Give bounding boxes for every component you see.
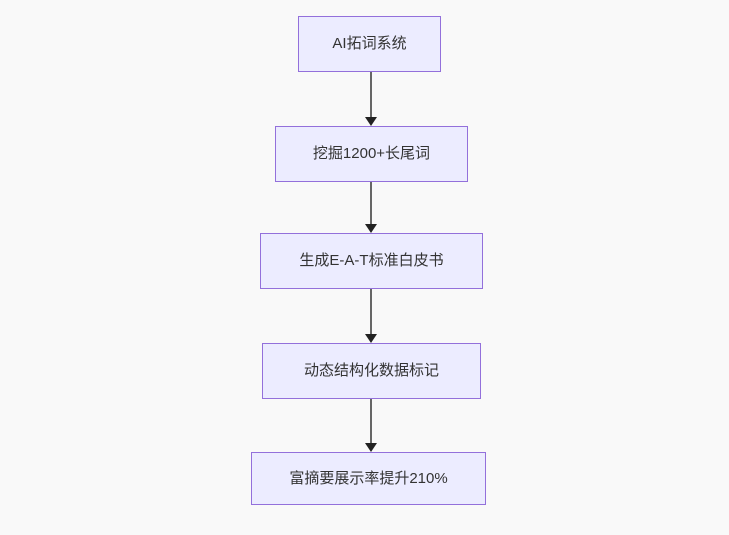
flow-edge-1 <box>365 72 377 126</box>
flow-node-mine-longtail-keywords: 挖掘1200+长尾词 <box>275 126 468 182</box>
arrowhead-down-icon <box>365 224 377 233</box>
edge-line <box>370 72 372 117</box>
edge-line <box>370 399 372 443</box>
flow-node-ai-word-expansion-system: AI拓词系统 <box>298 16 441 72</box>
flow-node-dynamic-structured-data-markup: 动态结构化数据标记 <box>262 343 481 399</box>
arrowhead-down-icon <box>365 117 377 126</box>
flow-edge-3 <box>365 289 377 343</box>
edge-line <box>370 289 372 334</box>
flow-node-generate-eat-whitepaper: 生成E-A-T标准白皮书 <box>260 233 483 289</box>
arrowhead-down-icon <box>365 334 377 343</box>
flow-edge-2 <box>365 182 377 233</box>
flow-node-rich-snippet-rate-increase: 富摘要展示率提升210% <box>251 452 486 505</box>
arrowhead-down-icon <box>365 443 377 452</box>
edge-line <box>370 182 372 224</box>
flow-edge-4 <box>365 399 377 452</box>
